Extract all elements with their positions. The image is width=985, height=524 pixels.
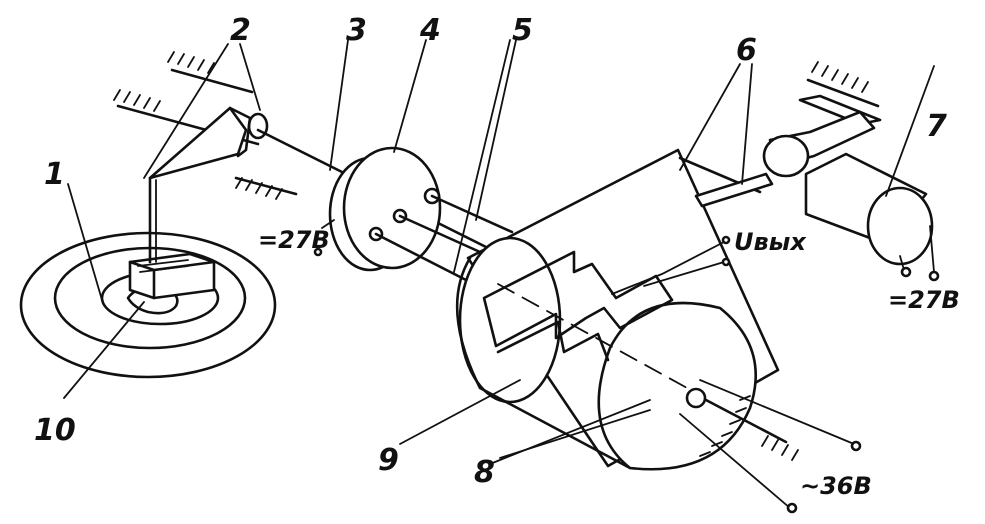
leader-1: [67, 183, 103, 301]
left-supply-voltage: =27В: [258, 226, 330, 254]
label-6: 6: [736, 33, 757, 68]
label-7: 7: [926, 109, 947, 144]
pivot-bracket: [113, 43, 298, 264]
motor-supply-voltage: =27В: [888, 286, 960, 314]
label-4: 4: [419, 13, 441, 48]
potentiometer-cylinder: [399, 148, 780, 471]
label-1: 1: [44, 157, 65, 192]
disc-assembly: [19, 231, 277, 379]
label-2: 2: [230, 13, 251, 48]
label-8: 8: [474, 455, 495, 490]
output-wiring: [611, 235, 862, 514]
leader-10: [63, 301, 145, 399]
label-3: 3: [346, 13, 367, 48]
left-supply-terminal: [313, 247, 323, 257]
motor: [762, 65, 940, 282]
label-10: 10: [34, 413, 76, 448]
label-9: 9: [378, 443, 399, 478]
label-5: 5: [512, 13, 533, 48]
output-voltage: Uвых: [734, 228, 807, 256]
brush-wires: [374, 39, 517, 282]
ac-supply-voltage: ~36В: [800, 472, 872, 500]
